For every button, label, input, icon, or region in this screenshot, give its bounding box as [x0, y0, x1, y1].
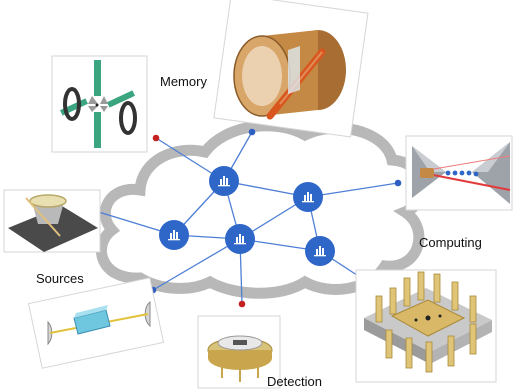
network-node: [209, 166, 239, 196]
link-to-waveguide: [152, 238, 241, 291]
detection-panel: [197, 315, 281, 389]
disk-source-icon: [8, 194, 98, 252]
endpoint-memory: [248, 128, 256, 136]
computing-panel: [405, 135, 513, 211]
photonic-chip-icon: [412, 142, 511, 204]
source-waveguide-panel: [27, 277, 165, 369]
processor-chip-icon: [364, 271, 492, 373]
cylinder-memory-icon: [233, 30, 346, 120]
memory-panel: [213, 0, 369, 138]
network-cloud: [95, 120, 429, 299]
endpoint-detection: [238, 300, 246, 308]
sources-label: Sources: [36, 271, 84, 286]
cloud-outline: [95, 120, 429, 299]
ion-trap-panel: [51, 55, 148, 153]
endpoint-ion-trap: [152, 134, 160, 142]
network-node: [225, 224, 255, 254]
waveguide-icon: [47, 300, 151, 346]
trap-icon: [60, 60, 137, 148]
sources-panel: [3, 189, 101, 253]
memory-label: Memory: [160, 74, 207, 89]
network-node: [159, 220, 189, 250]
link-to-computing: [307, 182, 399, 198]
network-node: [305, 236, 335, 266]
detection-label: Detection: [267, 374, 322, 389]
computing-label: Computing: [419, 235, 482, 250]
endpoint-computing: [394, 179, 402, 187]
detector-icon: [207, 335, 273, 382]
network-node: [293, 182, 323, 212]
processor-panel: [355, 269, 497, 383]
